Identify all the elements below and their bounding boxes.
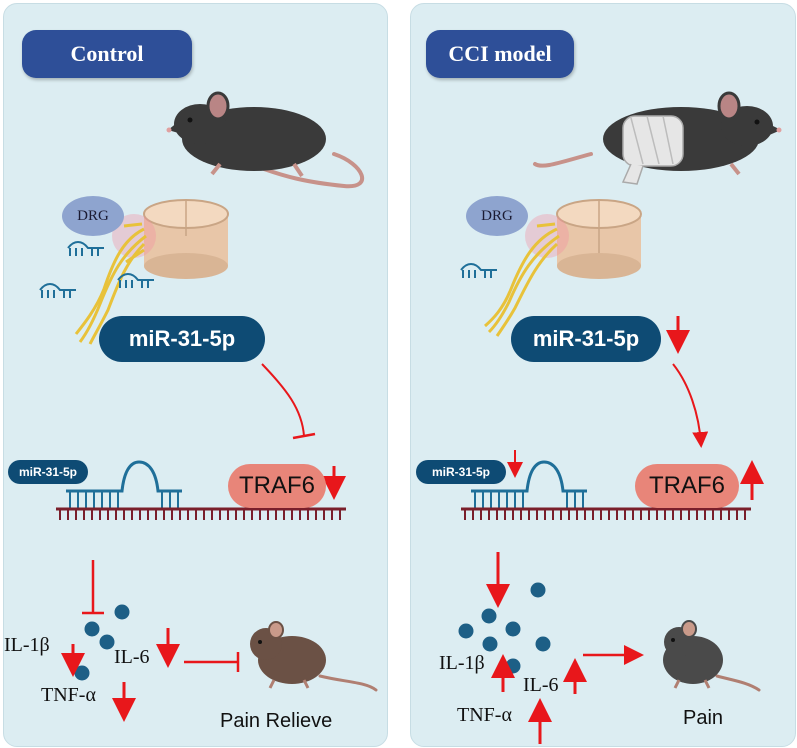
mirna-molecule-icon: [39, 241, 154, 298]
cci-illustration: [458, 91, 782, 744]
control-illustration: [39, 91, 378, 722]
mirna-small-pill: miR-31-5p: [8, 460, 88, 484]
nerve-fibers-icon: [484, 222, 560, 337]
tnfa-label: TNF-α: [41, 684, 96, 706]
control-panel: Control: [3, 3, 388, 747]
il1b-label: IL-1β: [439, 652, 485, 674]
cytokine-dots: [74, 604, 130, 681]
spinal-cord-icon: [525, 199, 642, 279]
mirna-pill: miR-31-5p: [99, 316, 265, 362]
mirna-molecule-icon: [460, 263, 497, 278]
outcome-label: Pain Relieve: [220, 710, 333, 732]
tnfa-label: TNF-α: [457, 704, 512, 726]
drg-label: DRG: [62, 196, 124, 236]
outcome-label: Pain: [683, 707, 724, 729]
il6-label: IL-6: [523, 674, 559, 696]
cci-title-badge: CCI model: [426, 30, 574, 78]
healthy-mouse-icon: [166, 91, 365, 189]
il1b-label: IL-1β: [4, 634, 50, 656]
mirna-pill: miR-31-5p: [511, 316, 661, 362]
traf6-pill: TRAF6: [635, 464, 739, 508]
mirna-small-pill: miR-31-5p: [416, 460, 506, 484]
small-mouse-icon: [250, 621, 378, 692]
nerve-fibers-icon: [74, 222, 147, 345]
il6-label: IL-6: [114, 646, 150, 668]
cci-panel: CCI model: [410, 3, 796, 747]
mrna-duplex-icon: [461, 460, 751, 520]
cci-mouse-icon: [533, 91, 782, 185]
small-mouse-icon: [663, 620, 761, 692]
mrna-duplex-icon: [56, 460, 346, 520]
drg-label: DRG: [466, 196, 528, 236]
traf6-pill: TRAF6: [228, 464, 326, 508]
control-title-badge: Control: [22, 30, 192, 78]
